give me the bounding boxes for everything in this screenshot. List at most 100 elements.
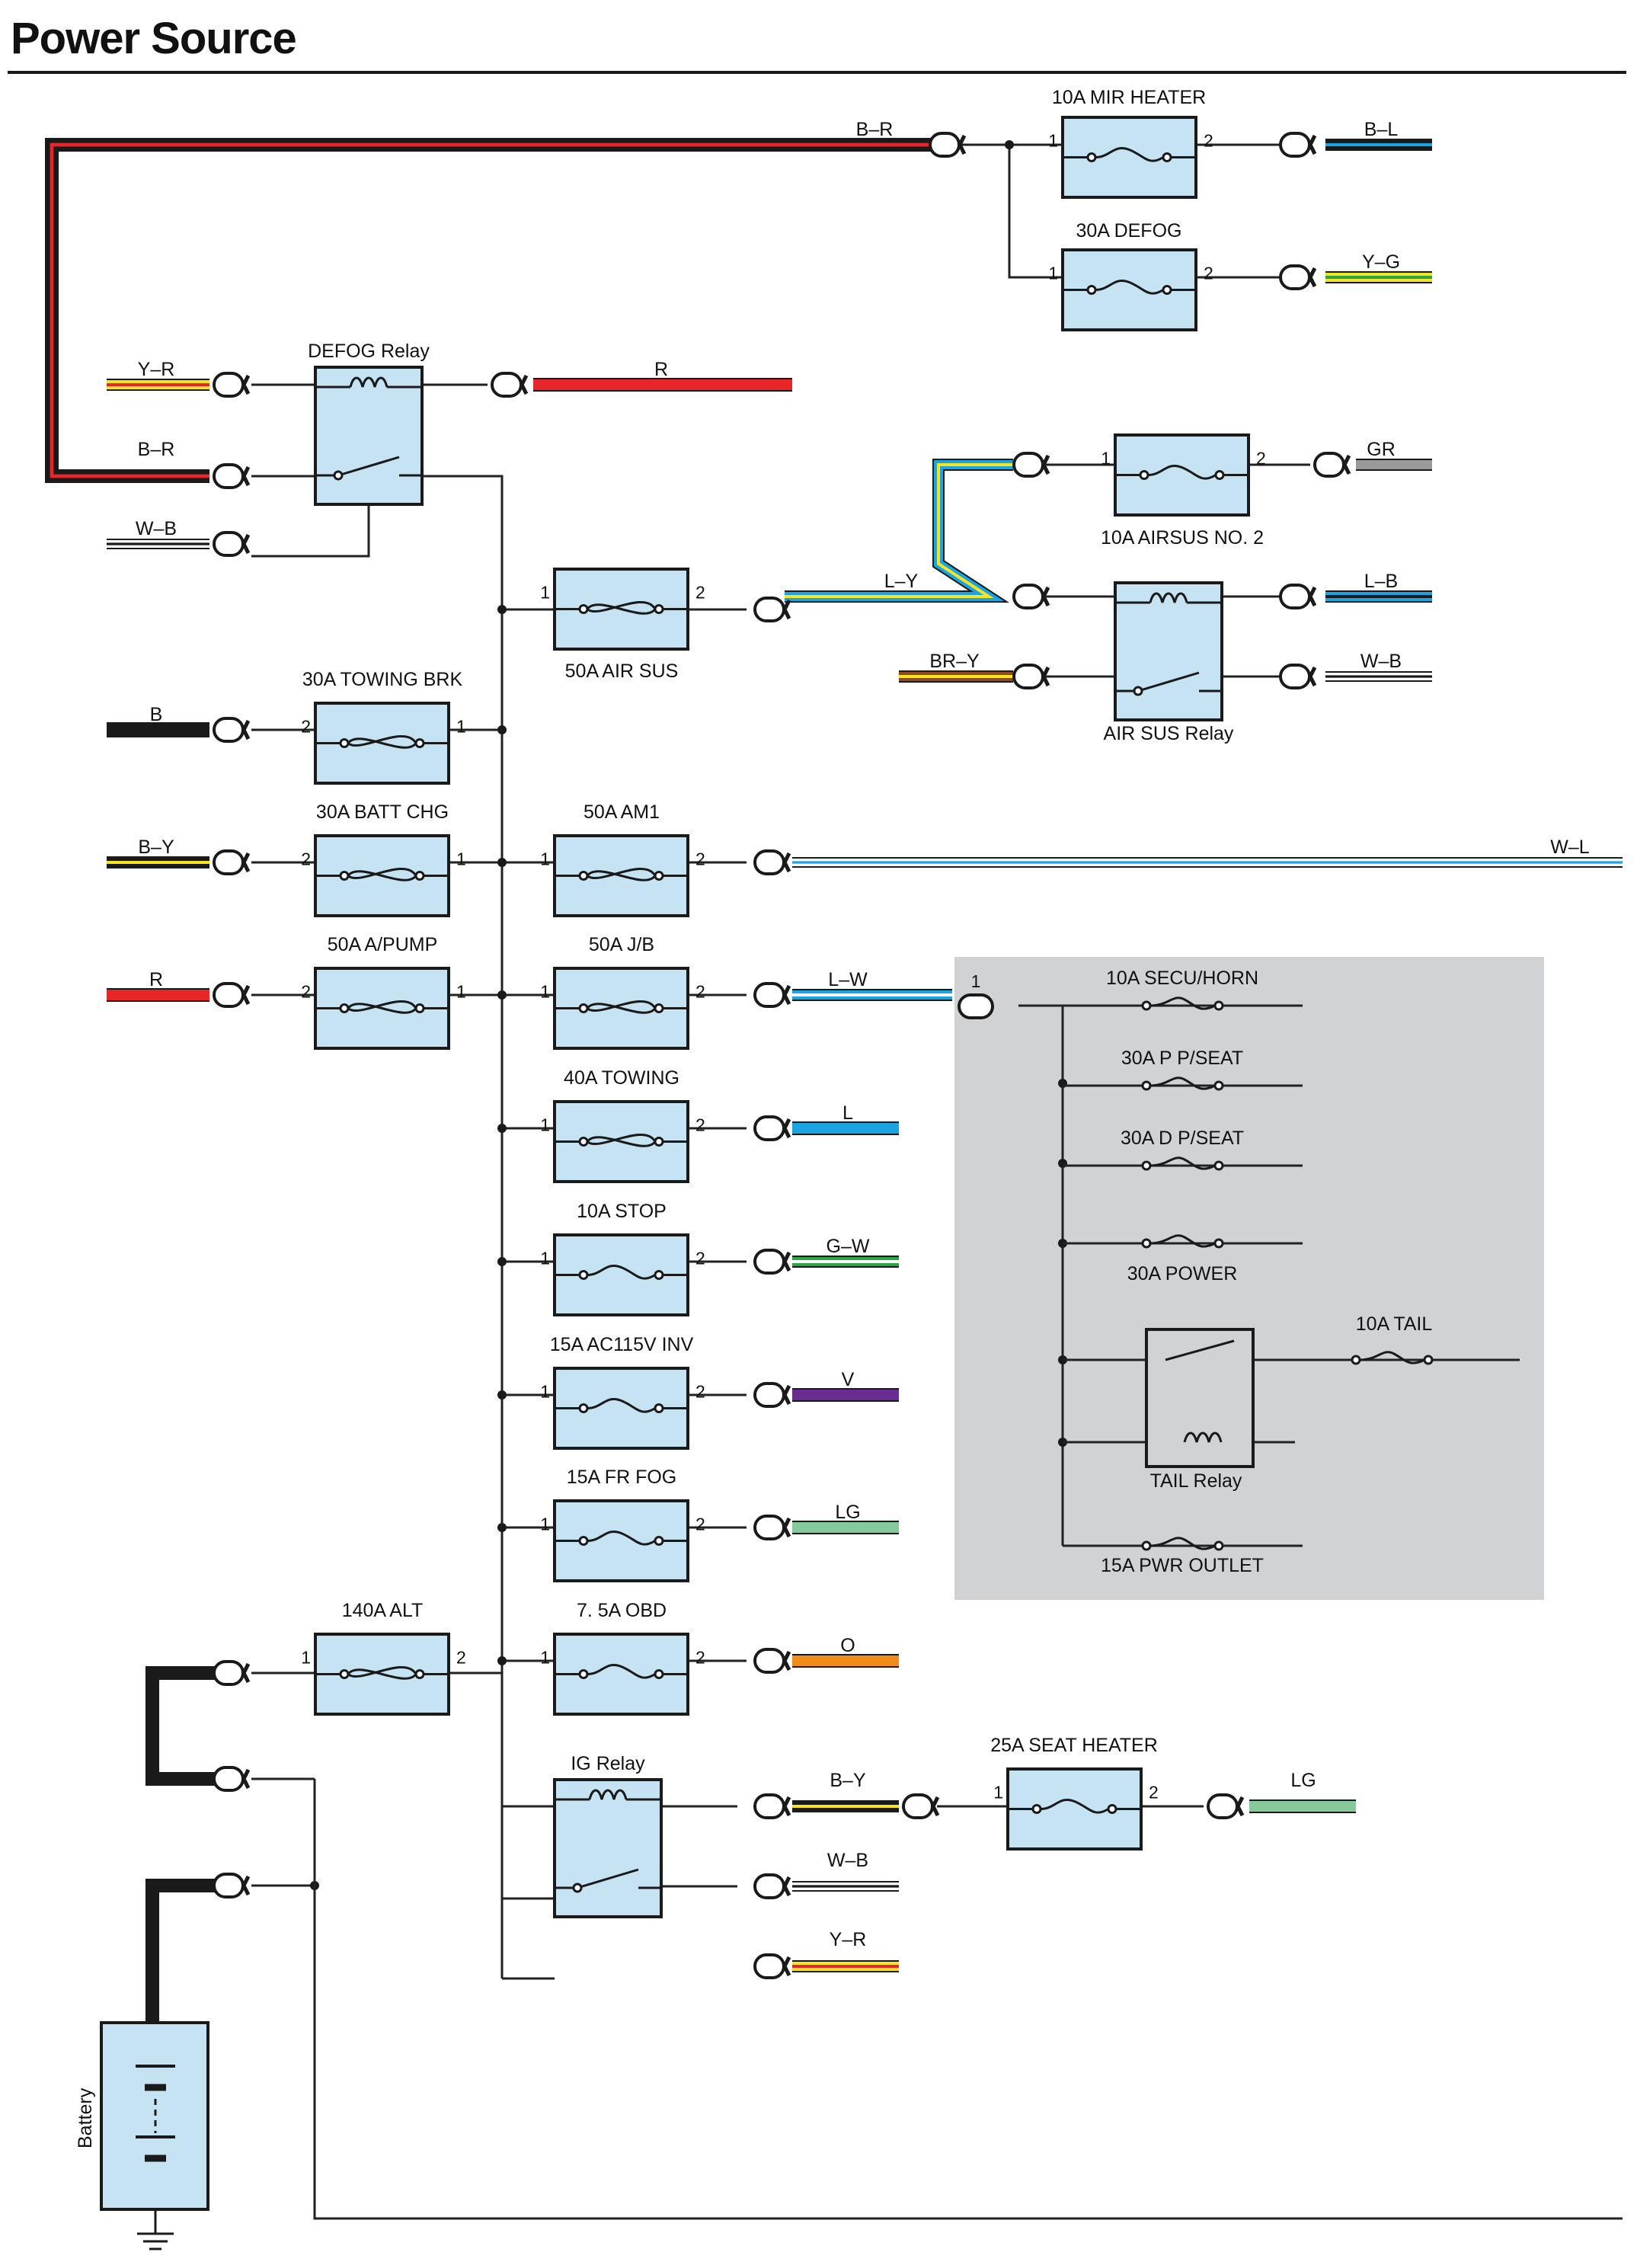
connector-11 [1279,584,1311,609]
connector-cap-19 [782,1118,791,1139]
relay-label-ig-relay: IG Relay [571,1753,645,1774]
fuse-label-jb: 50A J/B [589,934,654,955]
wire-label-20: LG [835,1502,860,1523]
fuse-element [586,868,657,880]
fuse-element [586,1136,657,1147]
fuse-pin: 2 [695,849,705,869]
connector-cap-13 [1308,666,1317,687]
panel-connector [958,993,994,1019]
fuse-element [347,1003,417,1014]
panel-fuse-terminal [1141,1238,1152,1249]
junction-dot-0 [1005,140,1014,149]
panel-fuse-terminal [1213,1238,1224,1249]
junction-dot-9 [497,1656,507,1665]
connector-cap-16 [782,852,791,873]
fuse-pin: 2 [695,1382,705,1402]
fuse-terminal [414,871,425,881]
fuse-terminal [654,1403,664,1413]
panel-fuse-element-3 [1149,1234,1216,1248]
fuse-label-a-pump: 50A A/PUMP [328,934,438,955]
fuse-pin: 2 [695,1249,705,1268]
fuse-terminal [578,1003,589,1013]
fuse-alt [314,1633,450,1716]
panel-tail-fuse [1359,1351,1425,1364]
junction-block-panel [954,957,1544,1600]
fuse-mir-heater [1061,116,1197,199]
relay-coil [1149,592,1188,603]
connector-19 [753,1115,785,1141]
fuse-label-seat-heater: 25A SEAT HEATER [990,1735,1158,1756]
relay-terminal [333,470,344,481]
fuse-pin: 2 [1256,449,1266,469]
connector-cap-24 [782,1650,791,1671]
fuse-pin: 1 [456,717,466,737]
wire-label-2: Y–G [1362,251,1400,273]
junction-dot-5 [497,1124,507,1133]
fuse-terminal [578,1137,589,1147]
wire-tracer-8 [785,463,1013,598]
panel-connector-pin: 1 [971,971,981,991]
fuse-terminal [1107,1804,1117,1814]
fuse-terminal [578,1403,589,1413]
connector-20 [753,1249,785,1275]
fuse-terminal [654,1270,664,1280]
fuse-terminal [339,738,350,748]
connector-cap-22 [782,1517,791,1538]
panel-fuse-element-4 [1149,1537,1216,1550]
connector-28 [902,1793,934,1819]
fuse-terminal [1139,470,1149,480]
tail-relay-label: TAIL Relay [1150,1470,1242,1492]
fuse-pin: 1 [456,982,466,1002]
connector-cap-30 [782,1876,791,1897]
junction-dot-3 [497,858,507,867]
connector-18 [753,982,785,1008]
connector-cap-10 [1041,586,1050,607]
bus-lines [422,143,1280,1980]
fuse-label-towing: 40A TOWING [564,1067,679,1089]
relay-label-defog-relay: DEFOG Relay [308,341,430,362]
connector-cap-21 [782,1384,791,1406]
fuse-label-alt: 140A ALT [342,1600,424,1621]
connector-10 [1012,584,1044,609]
panel-fuse-terminal [1141,1000,1152,1011]
fuse-pin: 2 [695,1515,705,1534]
fuse-element [586,870,657,881]
relay-box [314,366,424,506]
fuse-jb [553,967,689,1050]
fuse-terminal [414,1003,425,1013]
connector-9 [753,597,785,622]
connector-cap-9 [782,599,791,620]
panel-fuse-label-2: 30A D P/SEAT [1121,1128,1244,1149]
fuse-element [347,868,417,880]
wire-outline [45,138,945,483]
fuse-element [1147,465,1217,480]
fuse-terminal [1086,152,1097,162]
fuse-stop [553,1233,689,1316]
fuse-element [586,601,657,613]
fuse-obd [553,1633,689,1716]
wire-b-battery [145,1879,221,2023]
connector-25 [213,1766,245,1792]
connector-cap-2 [1308,267,1317,288]
fuse-pin: 1 [540,583,550,603]
fuse-element [347,1666,417,1678]
connector-0 [929,132,961,158]
wire-label-9: L–B [1364,571,1398,592]
fuse-element [1095,147,1164,162]
connector-cap-7 [1041,454,1050,475]
fuse-airsus-no2 [1114,433,1250,517]
fuse-batt-chg [314,834,450,917]
fuse-am1 [553,834,689,917]
fuse-label-defog: 30A DEFOG [1076,220,1182,242]
fuse-terminal [578,1536,589,1546]
fuse-terminal [654,1669,664,1679]
connector-cap-18 [782,984,791,1006]
fuse-label-airsus-no2: 10A AIRSUS NO. 2 [1101,527,1264,549]
connector-27 [753,1793,785,1819]
fuse-pin: 1 [301,1648,311,1668]
wire-label-25: Y–R [830,1929,867,1950]
fuse-air-sus [553,568,689,651]
wire-label-18: G–W [826,1236,870,1257]
wire-label-19: V [842,1369,855,1390]
fuse-label-air-sus: 50A AIR SUS [565,661,679,682]
